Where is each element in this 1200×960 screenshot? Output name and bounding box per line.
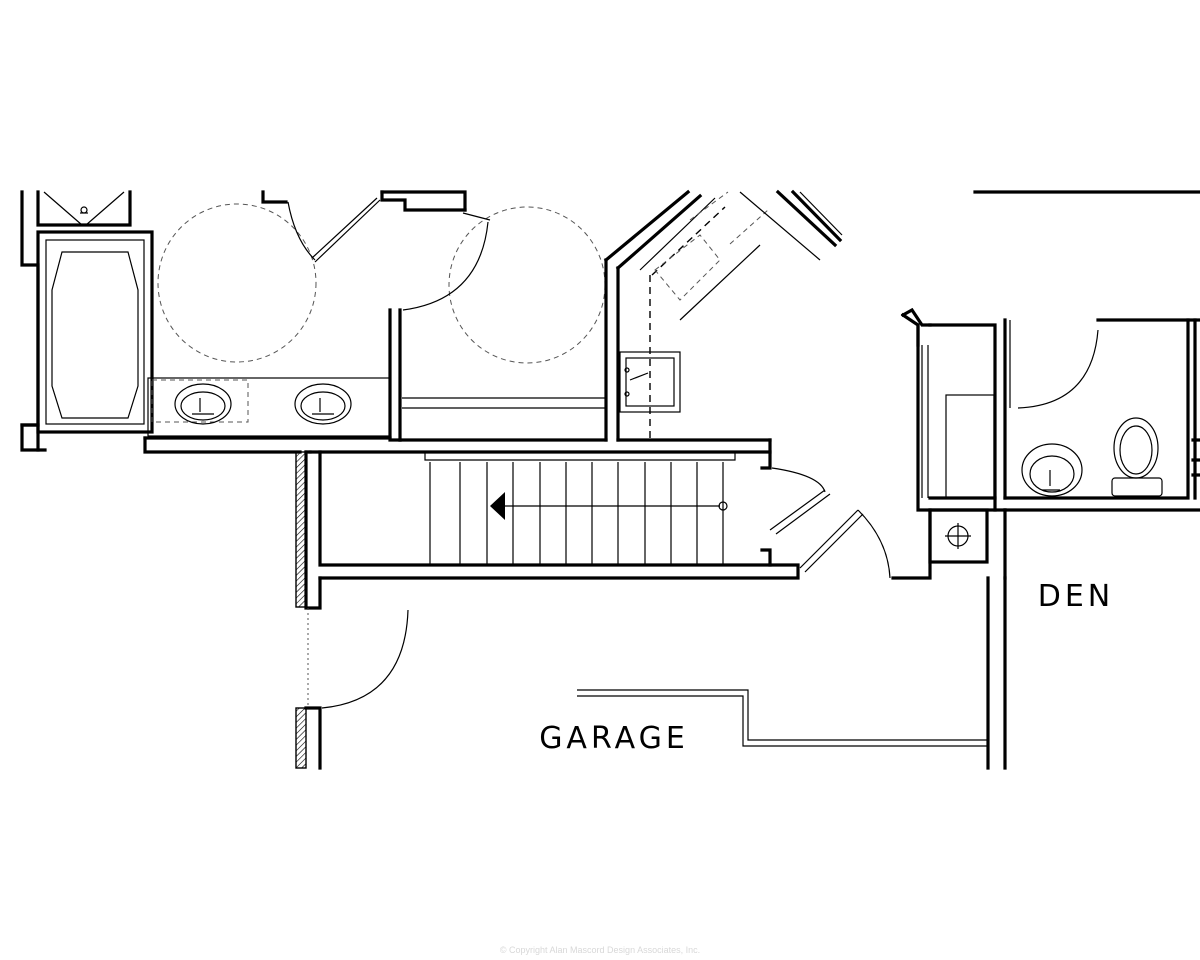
bath-door [287, 197, 381, 263]
master-bath [20, 190, 606, 454]
turning-circle [157, 203, 317, 363]
vanity-counter [147, 377, 391, 437]
closet-door [402, 212, 491, 311]
powder-room [891, 307, 1200, 770]
garage-label: GARAGE [539, 721, 689, 756]
toilet [1111, 417, 1163, 497]
stair [308, 438, 800, 580]
shower [43, 191, 125, 226]
garage-entry-door [321, 609, 409, 709]
stair-treads [459, 462, 724, 565]
bathtub [36, 230, 154, 434]
powder-sink [1021, 443, 1083, 497]
copyright-watermark: © Copyright Alan Mascord Design Associat… [500, 945, 700, 955]
closet [402, 258, 608, 442]
laundry-sink [619, 351, 681, 413]
stair-arrow-icon [490, 492, 505, 520]
garage [295, 450, 988, 770]
garage-door-swing [769, 467, 891, 579]
den-label: DEN [1038, 579, 1115, 614]
laundry [603, 189, 843, 442]
turning-circle [448, 206, 606, 364]
